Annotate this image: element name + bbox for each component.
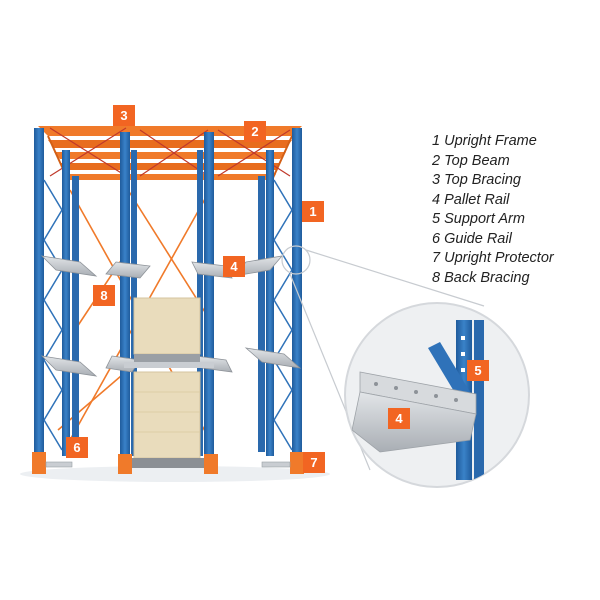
callout-6-guide-rail: 6 bbox=[66, 437, 88, 458]
top-bracing bbox=[49, 127, 291, 177]
upper-pallet-load bbox=[124, 297, 214, 368]
component-legend: 1 Upright Frame 2 Top Beam 3 Top Bracing… bbox=[432, 132, 554, 288]
guide-rails bbox=[45, 461, 291, 468]
top-beams bbox=[38, 126, 302, 181]
callout-2-top-beam: 2 bbox=[244, 121, 266, 142]
legend-item-top-beam: 2 Top Beam bbox=[432, 152, 510, 169]
legend-item-support-arm: 5 Support Arm bbox=[432, 211, 525, 227]
callout-1-upright-frame: 1 bbox=[302, 201, 324, 222]
legend-item-back-bracing: 8 Back Bracing bbox=[432, 269, 530, 286]
upright-protectors bbox=[32, 452, 304, 474]
callout-3-top-bracing: 3 bbox=[113, 105, 135, 126]
legend-item-pallet-rail: 4 Pallet Rail bbox=[432, 191, 510, 208]
legend-item-upright-frame: 1 Upright Frame bbox=[432, 133, 537, 149]
callout-4-pallet-rail: 4 bbox=[223, 256, 245, 277]
legend-item-top-bracing: 3 Top Bracing bbox=[432, 172, 521, 188]
callout-5-support-arm: 5 bbox=[467, 360, 489, 381]
pallet-rails bbox=[40, 255, 302, 377]
floor-shadow bbox=[20, 466, 330, 482]
legend-item-upright-protector: 7 Upright Protector bbox=[432, 250, 554, 266]
callout-8-back-bracing: 8 bbox=[93, 285, 115, 306]
detail-view bbox=[344, 302, 530, 488]
callout-4-detail-pallet-rail: 4 bbox=[388, 408, 410, 429]
callout-7-upright-protector: 7 bbox=[303, 452, 325, 473]
lower-pallet-load bbox=[130, 371, 204, 468]
legend-item-guide-rail: 6 Guide Rail bbox=[432, 230, 512, 247]
